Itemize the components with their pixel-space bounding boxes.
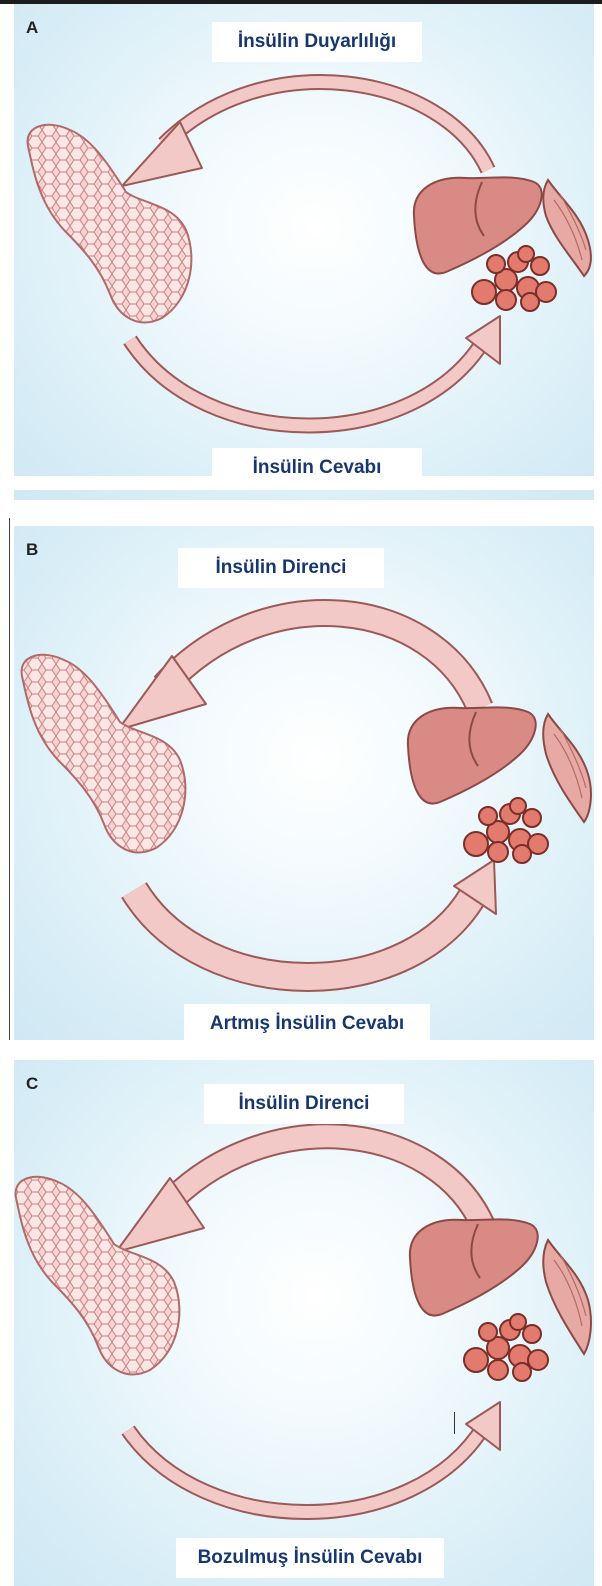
panel-letter: B [26,540,38,560]
top-label: İnsülin Duyarlılığı [212,22,422,62]
top-arrow-icon [118,613,480,730]
muscle-icon [543,714,591,822]
bottom-arrow-icon [130,316,500,426]
top-arrow-icon [122,82,488,186]
adipose-icon [472,246,556,311]
liver-icon [410,1219,538,1315]
bottom-label: Artmış İnsülin Cevabı [184,1004,430,1040]
panel-letter: C [26,1074,38,1094]
panel-a-insulin-sensitivity: A İnsülin Duyarlılığı İnsülin Cevabı [14,4,594,500]
top-label: İnsülin Direnci [178,548,384,588]
panel-letter: A [26,18,38,38]
adipose-icon [464,1314,548,1381]
panel-b-diagram [14,526,594,1040]
bottom-label: Bozulmuş İnsülin Cevabı [176,1538,444,1578]
panel-c-diagram [14,1060,594,1586]
panel-a-divider [14,476,594,490]
panel-c-impaired-response: C İnsülin Direnci Bozulmuş İnsülin Cevab… [14,1060,594,1586]
liver-icon [408,707,536,803]
text-cursor-mark [454,1412,455,1434]
muscle-icon [543,1240,591,1354]
muscle-icon [543,180,591,276]
bottom-arrow-icon [128,1402,500,1512]
panel-a-diagram [14,4,594,500]
bottom-arrow-icon [134,860,496,977]
panel-b-insulin-resistance: B İnsülin Direnci Artmış İnsülin Cevabı [14,526,594,1040]
adipose-icon [464,798,548,863]
top-label: İnsülin Direnci [204,1084,404,1124]
panel-b-left-rule [9,518,10,1040]
